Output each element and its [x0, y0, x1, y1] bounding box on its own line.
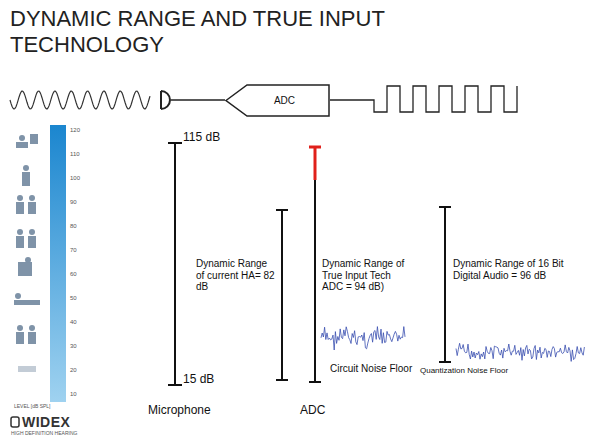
scale-number: 60 — [70, 271, 77, 278]
range-value: 15 dB — [183, 373, 214, 387]
drawing-part — [161, 91, 170, 109]
wire — [171, 99, 225, 101]
block-label: ADC — [274, 95, 295, 106]
drawing-part — [276, 379, 288, 381]
noise-floor — [321, 327, 584, 362]
scale-number: 20 — [70, 367, 77, 374]
drawing-part — [281, 210, 283, 380]
drawing-part — [174, 143, 176, 385]
drawing-part — [17, 195, 23, 201]
drawing-part — [16, 332, 24, 344]
drawing-part — [18, 366, 36, 372]
scale-number: 40 — [70, 319, 77, 326]
drawing-part — [14, 300, 40, 305]
drawing-part — [17, 325, 23, 331]
drawing-part — [168, 384, 182, 386]
drawing-part — [226, 85, 329, 116]
noise-label: Quantization Noise Floor — [420, 366, 508, 375]
stage-label: ADC — [300, 404, 325, 418]
noise-trace — [321, 327, 405, 350]
square-wave — [370, 86, 517, 112]
drawing-part — [15, 293, 21, 299]
drawing-part — [29, 195, 35, 201]
logo-tagline: HIGH DEFINITION HEARING — [11, 431, 77, 437]
drawing-part — [22, 172, 30, 186]
drawing-part — [314, 147, 317, 180]
drawing-part — [168, 142, 182, 144]
drawing-part — [25, 257, 31, 263]
drawing-part — [29, 229, 35, 235]
range-bars — [168, 143, 451, 385]
microphone-symbol — [161, 91, 170, 109]
scale-number: 110 — [70, 151, 80, 158]
drawing-part — [309, 146, 321, 149]
slide-title: DYNAMIC RANGE AND TRUE INPUT TECHNOLOGY — [10, 6, 455, 59]
scale-number: 30 — [70, 343, 77, 350]
drawing-part — [28, 236, 36, 248]
drawing-part — [11, 417, 19, 427]
drawing-part — [28, 332, 36, 344]
noise-label: Circuit Noise Floor — [330, 363, 412, 375]
range-note: Dynamic Range of True Input Tech ADC = 9… — [322, 258, 414, 293]
drawing-part — [160, 91, 162, 109]
converter-block: ADC — [225, 84, 330, 117]
drawing-part — [16, 142, 28, 148]
scale-number: 10 — [70, 391, 77, 398]
drawing-part — [29, 325, 35, 331]
level-icons — [14, 134, 40, 372]
drawing-part — [439, 361, 451, 363]
stage-label: Microphone — [148, 404, 211, 418]
axis-label: LEVEL [dB SPL] — [14, 404, 51, 410]
scale-number: 50 — [70, 295, 77, 302]
drawing-part — [23, 165, 29, 171]
range-note: Dynamic Range of 16 Bit Digital Audio = … — [453, 258, 578, 281]
drawing-part — [309, 381, 321, 383]
scale-number: 120 — [70, 127, 80, 134]
drawing-part — [18, 262, 32, 276]
scale-number: 70 — [70, 247, 77, 254]
drawing-part — [16, 236, 24, 248]
drawing-part — [28, 202, 36, 214]
drawing-part — [16, 202, 24, 214]
noise-trace — [456, 343, 584, 361]
range-note: Dynamic Range of current HA= 82 dB — [196, 258, 278, 293]
headroom-mark — [309, 147, 321, 180]
scale-number: 90 — [70, 199, 77, 206]
drawing-part — [276, 209, 288, 211]
drawing-part — [314, 180, 316, 382]
sine-wave — [10, 91, 150, 109]
drawing-part — [439, 206, 451, 208]
range-value: 115 dB — [183, 131, 220, 145]
logo-text: WIDEX — [22, 414, 70, 430]
drawing-part — [19, 135, 25, 141]
scale-number: 100 — [70, 175, 80, 182]
level-bar — [50, 125, 66, 402]
drawing-part — [30, 134, 38, 144]
drawing-part — [444, 207, 446, 362]
scale-number: 80 — [70, 223, 77, 230]
logo-mark — [11, 417, 19, 427]
sine-stroke — [10, 91, 150, 109]
drawing-part — [17, 229, 23, 235]
wire — [330, 99, 370, 101]
